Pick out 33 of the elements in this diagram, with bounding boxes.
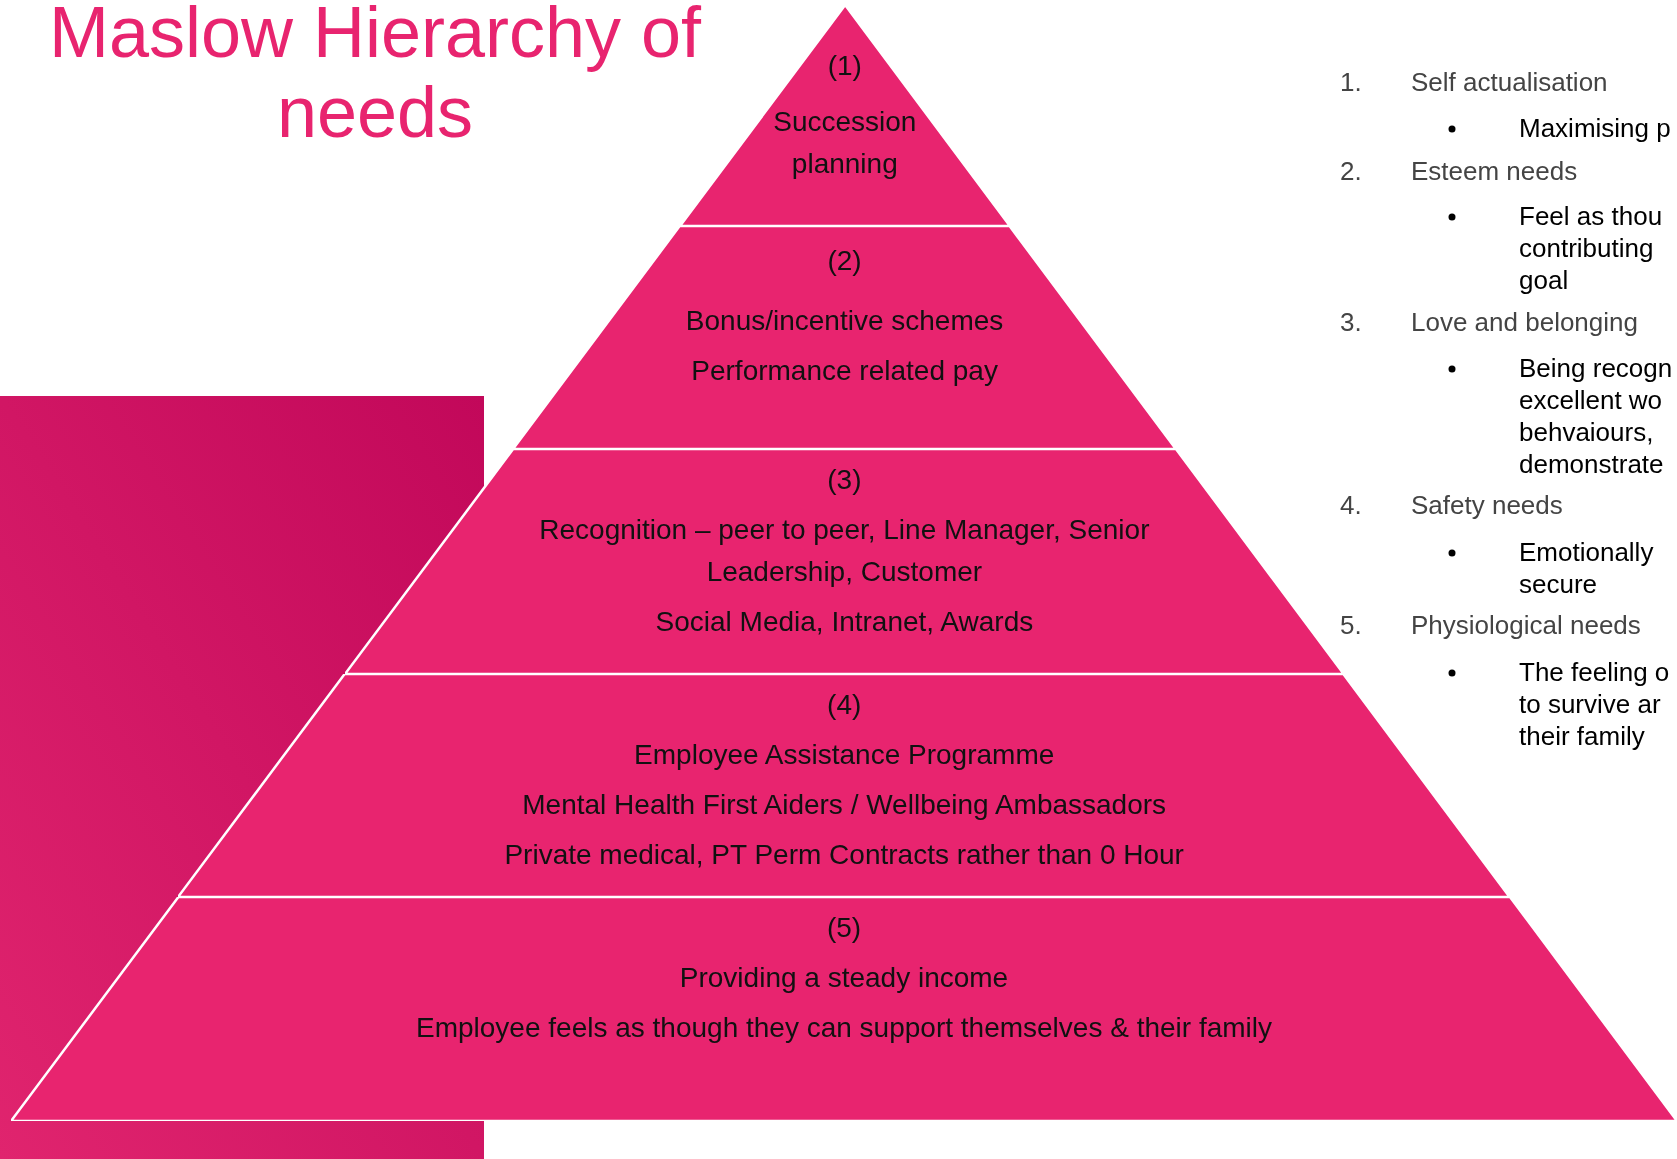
list-item-text: Feel as thou contributing goal — [1519, 200, 1664, 296]
tier-text: Private medical, PT Perm Contracts rather than 0 Hour — [504, 838, 1184, 872]
list-number: 3. — [1340, 306, 1362, 338]
tier-text: Succession planning — [772, 105, 918, 181]
tier-text: Employee Assistance Programme — [634, 738, 1055, 772]
list-heading: Safety needs — [1411, 489, 1563, 521]
title: Maslow Hierarchy of needs — [47, 0, 703, 152]
list-heading: Esteem needs — [1411, 155, 1578, 187]
tier-text: Social Media, Intranet, Awards — [655, 605, 1034, 639]
pyramid-tier — [178, 674, 1510, 897]
tier-number: (5) — [826, 911, 862, 945]
tier-number: (3) — [827, 463, 862, 497]
list-heading: Self actualisation — [1411, 66, 1608, 98]
tier-text: Performance related pay — [691, 354, 998, 388]
list-number: 4. — [1340, 489, 1362, 521]
list-number: 2. — [1340, 155, 1362, 187]
tier-text: Mental Health First Aiders / Wellbeing Ambassadors — [522, 788, 1167, 822]
list-number: 5. — [1340, 609, 1362, 641]
list-item-text: Maximising p — [1519, 112, 1672, 144]
tier-text: Recognition – peer to peer, Line Manager, Senior Leadership, Customer — [538, 513, 1151, 589]
pyramid-tier — [11, 897, 1677, 1121]
tier-number: (2) — [827, 244, 862, 278]
tier-text: Providing a steady income — [679, 961, 1009, 995]
list-heading: Physiological needs — [1411, 609, 1641, 641]
list-item-text: Being recogn excellent wo behvaiours, demonstrate — [1519, 352, 1674, 480]
list-number: 1. — [1340, 66, 1362, 98]
tier-number: (1) — [827, 49, 862, 83]
tier-text: Bonus/incentive schemes — [685, 304, 1004, 338]
tier-number: (4) — [827, 688, 862, 722]
list-item-text: Emotionally secure — [1519, 536, 1655, 600]
tier-text: Employee feels as though they can support themselves & their family — [416, 1011, 1272, 1045]
list-item-text: The feeling o to survive ar their family — [1519, 656, 1671, 752]
list-heading: Love and belonging — [1411, 306, 1638, 338]
